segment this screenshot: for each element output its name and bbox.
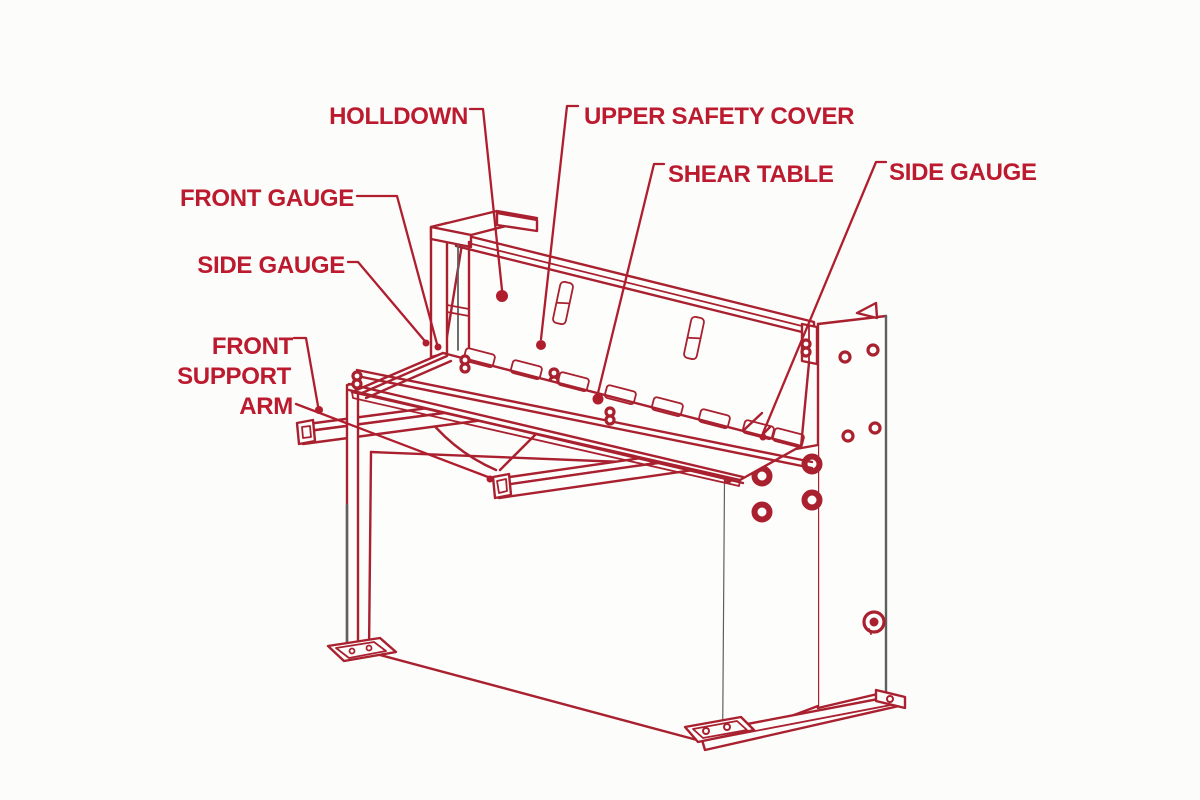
front-support-arm-leader-dot-2 <box>486 475 494 483</box>
callouts: HOLLDOWN UPPER SAFETY COVER SHEAR TABLE … <box>177 103 1037 483</box>
front-support-arm-leader-line-1 <box>292 336 320 408</box>
side-gauge-left-leader-dot <box>422 339 430 347</box>
front-gauge-rails <box>347 368 814 485</box>
holddown-assembly <box>429 209 539 359</box>
latch-knob <box>862 610 886 635</box>
holldown-leader-line <box>468 107 504 292</box>
side-gauge-right-label: SIDE GAUGE <box>889 159 1037 186</box>
front-support-arm-label-line2: SUPPORT <box>177 363 292 390</box>
front-support-arm-label-line1: FRONT <box>212 333 294 360</box>
shear-table <box>347 346 814 487</box>
right-side-housing <box>816 301 888 710</box>
side-gauge-left-label: SIDE GAUGE <box>197 252 345 279</box>
front-gauge-label: FRONT GAUGE <box>180 185 354 212</box>
upper-safety-cover-leader-dot <box>536 340 546 350</box>
holldown-label: HOLLDOWN <box>329 103 468 130</box>
front-support-arm-leader-line-2 <box>294 402 490 479</box>
side-gauge-left-rail <box>360 354 453 400</box>
side-gauge-right-leader-line <box>761 160 888 435</box>
machine-base <box>683 688 907 752</box>
shear-table-label: SHEAR TABLE <box>668 161 834 188</box>
holldown-leader-dot <box>496 290 508 302</box>
front-right-face <box>720 443 823 744</box>
front-support-arm-label-line3: ARM <box>239 393 293 420</box>
side-gauge-right-leader-dot <box>759 433 767 441</box>
front-gauge-leader-line <box>355 194 439 346</box>
cover-slot <box>552 280 574 326</box>
front-gauge-leader-dot <box>434 343 442 351</box>
shear-table-leader-dot <box>592 393 604 405</box>
cabinet-front <box>367 450 726 746</box>
side-gauge-left-leader-line <box>346 260 426 342</box>
shear-table-leader-line <box>596 162 666 395</box>
upper-safety-cover-label: UPPER SAFETY COVER <box>584 103 854 130</box>
upper-safety-cover-leader-line <box>539 104 580 341</box>
cover-slot <box>683 315 705 361</box>
rail-clamps <box>351 354 616 426</box>
